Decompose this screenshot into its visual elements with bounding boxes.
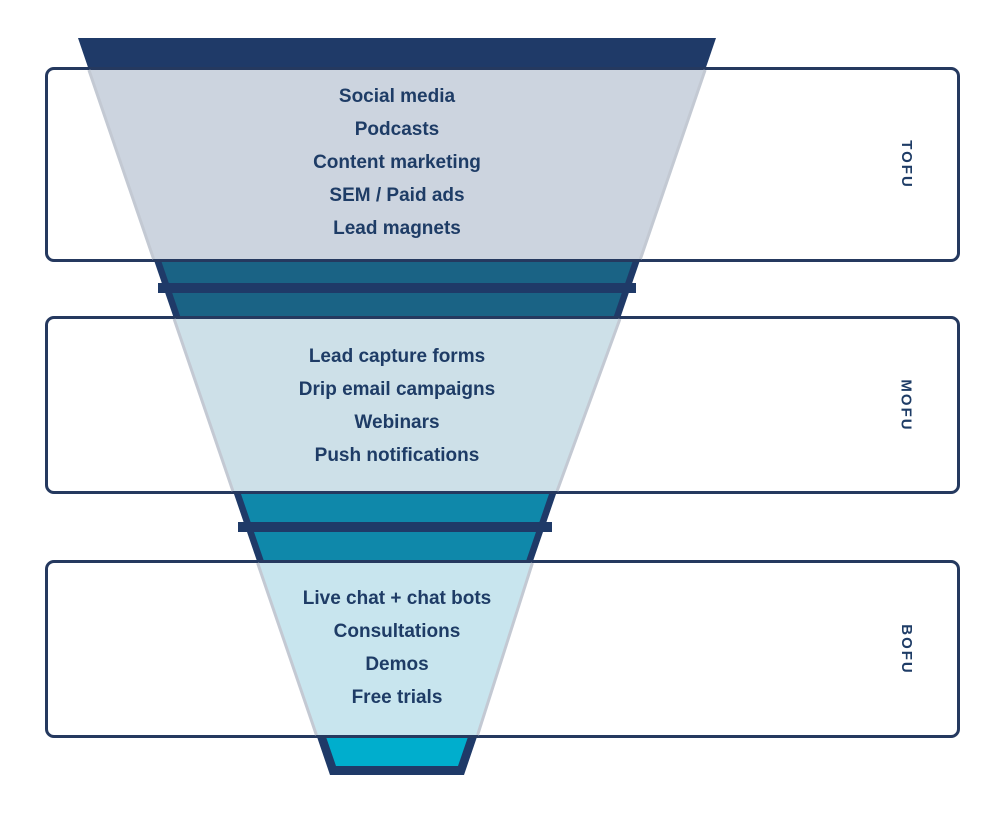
tofu-left-edge-shadow <box>87 69 156 260</box>
funnel-item: Webinars <box>354 412 440 433</box>
bofu-right-edge-shadow <box>476 562 534 736</box>
funnel-bofu-segment <box>257 563 533 735</box>
funnel-item: Free trials <box>351 687 443 708</box>
funnel-item: Push notifications <box>314 445 480 466</box>
tofu-right-edge-shadow <box>638 69 707 260</box>
funnel-item: Lead magnets <box>333 218 461 239</box>
funnel-item: Consultations <box>333 621 461 642</box>
funnel-item: Podcasts <box>354 119 440 140</box>
funnel-item: Demos <box>365 654 429 675</box>
funnel-item: SEM / Paid ads <box>329 185 465 206</box>
funnel-item: Live chat + chat bots <box>302 588 492 609</box>
funnel-item: Lead capture forms <box>308 346 486 367</box>
funnel-tofu-segment <box>88 70 706 259</box>
funnel-item: Social media <box>338 86 456 107</box>
bofu-left-edge-shadow <box>256 562 318 736</box>
funnel-neck2-stripe <box>238 522 552 532</box>
mofu-left-edge-shadow <box>172 318 235 492</box>
funnel-neck1-stripe <box>158 283 636 293</box>
funnel-tip-fill <box>326 738 468 766</box>
mofu-right-edge-shadow <box>555 318 622 492</box>
funnel-item: Drip email campaigns <box>298 379 496 400</box>
funnel-top-rim <box>78 38 716 67</box>
funnel-item: Content marketing <box>313 152 481 173</box>
funnel-mofu-segment <box>174 319 620 491</box>
